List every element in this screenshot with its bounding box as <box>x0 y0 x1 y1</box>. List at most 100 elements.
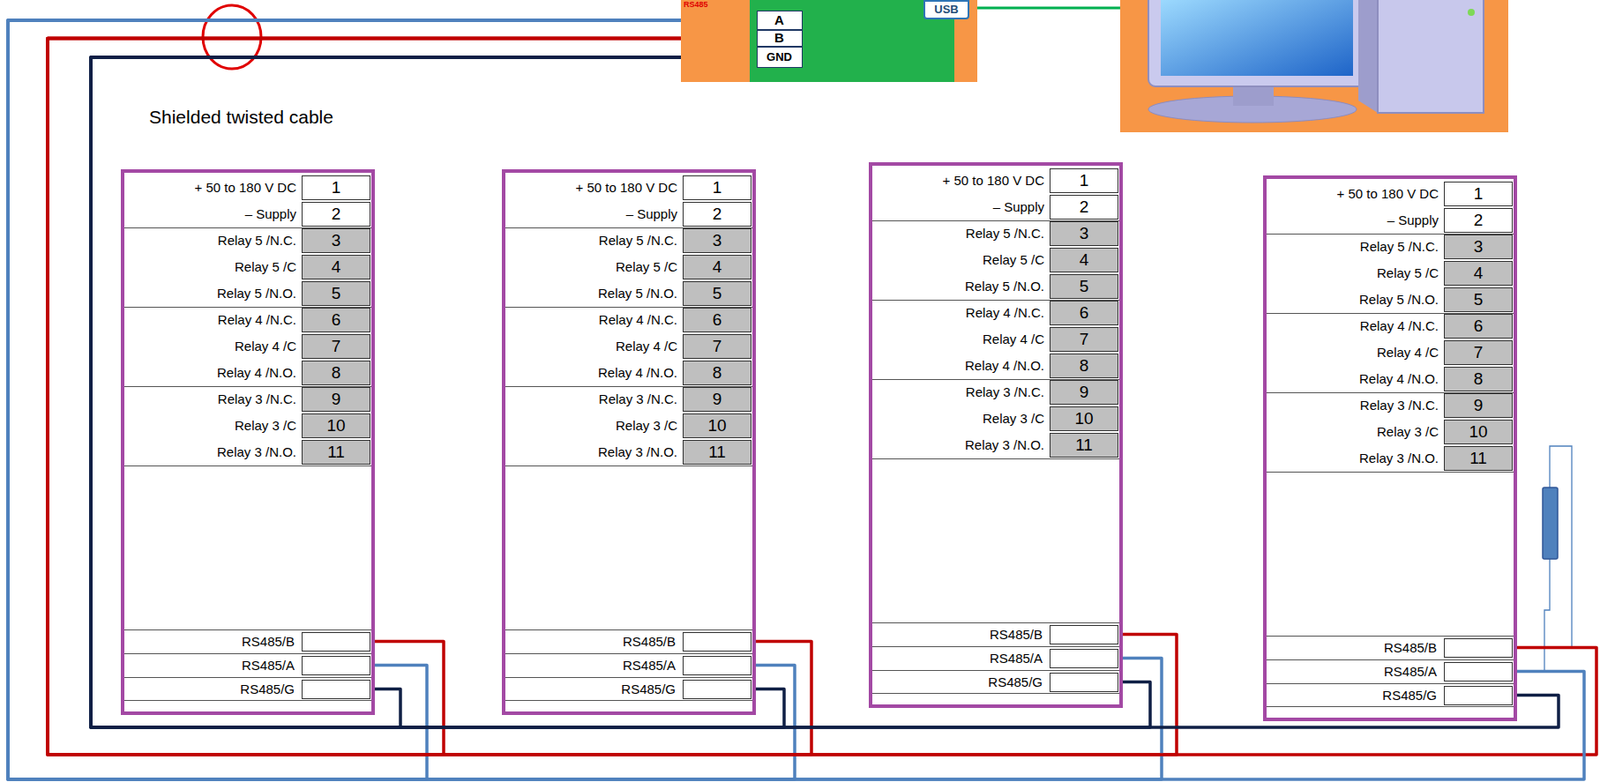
usb-cable <box>969 7 1121 10</box>
terminal-label: Relay 3 /N.C. <box>505 386 678 413</box>
rs485-terminal: RS485/G <box>872 670 1120 695</box>
terminal-cell <box>301 632 371 652</box>
terminal-label: + 50 to 180 V DC <box>124 174 297 202</box>
terminal-label: Relay 4 /C <box>124 333 297 360</box>
terminal-label: RS485/G <box>124 678 295 702</box>
rs485-wire <box>47 38 812 756</box>
pin-box: A <box>756 10 803 30</box>
terminal-label: Relay 5 /C <box>505 254 678 281</box>
terminal-number: 2 <box>1443 208 1513 233</box>
terminal-number: 6 <box>301 307 371 333</box>
rs485-wire <box>90 57 1559 728</box>
terminal-number: 7 <box>301 334 371 359</box>
terminal-number: 11 <box>682 440 752 465</box>
terminal-number: 2 <box>682 201 752 227</box>
terminal-label: + 50 to 180 V DC <box>505 174 678 202</box>
terminal-number: 9 <box>682 387 752 412</box>
terminal-number: 10 <box>1049 406 1119 432</box>
terminal-label: Relay 5 /N.O. <box>1266 286 1439 314</box>
terminal-label: + 50 to 180 V DC <box>1266 180 1439 208</box>
terminal-number: 11 <box>1049 433 1119 458</box>
terminal-label: + 50 to 180 V DC <box>872 167 1045 195</box>
terminal-label: Relay 3 /C <box>505 412 678 440</box>
monitor-bezel <box>1148 0 1366 87</box>
pin-box: B <box>756 29 803 47</box>
row-separator <box>1266 471 1514 473</box>
terminal-cell <box>682 656 752 676</box>
terminal-label: RS485/B <box>872 623 1043 647</box>
device-terminal-block: + 50 to 180 V DC1– Supply2Relay 5 /N.C.3… <box>120 169 375 716</box>
terminal-number: 5 <box>301 281 371 307</box>
terminal-label: Relay 4 /N.C. <box>505 306 678 334</box>
rs485-terminal: RS485/A <box>124 653 372 678</box>
rs485-terminal: RS485/G <box>505 677 753 702</box>
resistor-symbol <box>1542 487 1558 560</box>
terminal-number: 2 <box>301 201 371 227</box>
terminal-number: 3 <box>1443 234 1513 260</box>
pin-label: B <box>757 30 801 45</box>
terminal-cell <box>1443 686 1513 706</box>
terminal-label: Relay 4 /N.O. <box>124 359 297 387</box>
terminal-number: 9 <box>301 387 371 412</box>
terminal-label: Relay 3 /C <box>872 405 1045 433</box>
rs485-terminal: RS485/A <box>505 653 753 678</box>
terminal-number: 10 <box>301 413 371 439</box>
terminal-label: RS485/B <box>124 630 295 654</box>
terminal-number: 4 <box>1443 261 1513 286</box>
row-separator <box>124 465 372 467</box>
terminal-label: Relay 5 /N.C. <box>1266 233 1439 261</box>
rs485-wire <box>7 20 1585 780</box>
terminal-label: Relay 3 /N.C. <box>872 379 1045 406</box>
power-led <box>1467 8 1475 16</box>
terminal-number: 10 <box>1443 419 1513 445</box>
terminal-number: 3 <box>1049 221 1119 247</box>
rs485-terminal: RS485/G <box>1266 683 1514 708</box>
terminal-label: RS485/B <box>1266 636 1437 660</box>
rs485-wire <box>90 57 757 728</box>
terminal-label: Relay 3 /N.O. <box>1266 445 1439 472</box>
rs485-wire <box>90 57 1151 728</box>
rs485-wire <box>7 20 757 780</box>
terminal-number: 5 <box>1049 274 1119 300</box>
terminal-label: RS485/G <box>1266 684 1437 708</box>
terminal-label: RS485/G <box>872 671 1043 695</box>
terminal-number: 1 <box>682 175 752 201</box>
pin-label: A <box>757 11 801 29</box>
rs485-wire <box>47 38 757 756</box>
terminal-cell <box>1443 662 1513 682</box>
terminal-label: Relay 4 /C <box>505 333 678 360</box>
terminal-number: 8 <box>682 360 752 386</box>
terminal-number: 1 <box>1049 168 1119 194</box>
resistor-lead <box>1544 559 1550 673</box>
terminal-number: 6 <box>682 307 752 333</box>
terminal-label: Relay 4 /C <box>872 326 1045 353</box>
terminal-label: RS485/A <box>505 654 676 678</box>
terminal-number: 6 <box>1443 314 1513 339</box>
terminal-label: Relay 5 /N.C. <box>872 220 1045 247</box>
device-terminal-block: + 50 to 180 V DC1– Supply2Relay 5 /N.C.3… <box>1263 175 1518 722</box>
terminal-label: Relay 4 /N.O. <box>1266 366 1439 393</box>
terminal-cell <box>682 632 752 652</box>
rs485-wire <box>7 20 1162 780</box>
terminal-label: Relay 4 /N.C. <box>872 299 1045 327</box>
terminal-label: Relay 5 /N.C. <box>505 227 678 255</box>
pin-box: GND <box>756 46 803 68</box>
rs485-terminal: RS485/G <box>124 677 372 702</box>
rs485-wire <box>47 38 1177 756</box>
terminal-number: 4 <box>682 254 752 280</box>
terminal-number: 4 <box>1049 247 1119 273</box>
terminal-label: Relay 5 /N.C. <box>124 227 297 255</box>
device-terminal-block: + 50 to 180 V DC1– Supply2Relay 5 /N.C.3… <box>868 162 1123 709</box>
terminal-number: 6 <box>1049 300 1119 326</box>
rs485-terminal: RS485/B <box>505 629 753 654</box>
terminal-cell <box>682 680 752 700</box>
terminal-number: 7 <box>682 334 752 359</box>
terminal-number: 10 <box>682 413 752 439</box>
terminal-number: 3 <box>682 228 752 254</box>
rs485-terminal: RS485/B <box>872 622 1120 647</box>
rs485-terminal: RS485/A <box>1266 659 1514 684</box>
device-terminal-block: + 50 to 180 V DC1– Supply2Relay 5 /N.C.3… <box>501 169 756 716</box>
tower-side <box>1358 0 1378 113</box>
terminal-label: – Supply <box>505 201 678 228</box>
terminal-number: 1 <box>1443 181 1513 207</box>
